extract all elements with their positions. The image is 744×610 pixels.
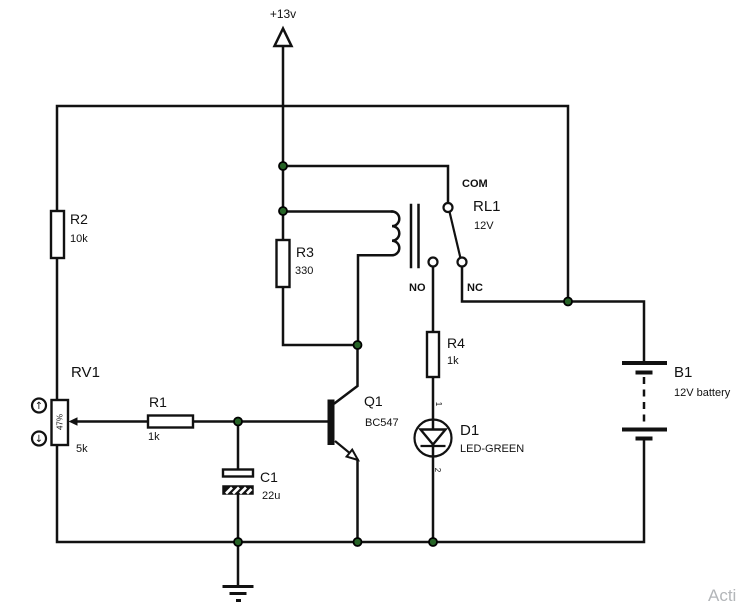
wiper-arrow-icon: [68, 417, 78, 426]
value-label: 12V: [474, 220, 494, 232]
junction-dot: [563, 296, 573, 307]
pin-nc-label: NC: [467, 282, 483, 294]
resistor-body: [49, 209, 66, 260]
watermark-text: Acti: [708, 586, 737, 605]
ref-label: RV1: [71, 364, 100, 381]
power-arrow-icon: [272, 25, 294, 48]
value-label: 10k: [70, 233, 88, 245]
emitter-arrow-icon: [344, 447, 361, 462]
wiper-percent-label: 47%: [55, 414, 64, 430]
base-bar: [327, 399, 335, 445]
ref-label: B1: [674, 364, 692, 381]
pin-com-label: COM: [462, 178, 488, 190]
down-arrow-icon: ↓: [35, 434, 43, 445]
ref-label: R2: [70, 211, 88, 227]
relay-core: [409, 203, 420, 269]
transistor-Q1[interactable]: Q1 BC547: [327, 393, 399, 462]
emitter-line: [334, 440, 351, 455]
ref-label: RL1: [473, 198, 501, 215]
adjust-up-button[interactable]: [30, 397, 48, 414]
junction-dot: [352, 537, 363, 547]
ref-label: R3: [296, 244, 314, 260]
pin-no-label: NO: [409, 282, 426, 294]
battery-B1[interactable]: B1 12V battery: [622, 361, 731, 441]
ground-symbol: [222, 585, 254, 602]
pin1-label: 1: [434, 402, 443, 407]
ref-label: Q1: [364, 393, 383, 409]
pot-body: [50, 398, 70, 447]
nc-contact: [456, 256, 468, 268]
resistor-body: [146, 414, 195, 429]
cap-positive-plate: [221, 468, 255, 478]
value-label: 22u: [262, 490, 280, 502]
value-label: 12V battery: [674, 387, 731, 399]
junction-dot: [233, 537, 243, 547]
wire-segments: [55, 44, 646, 587]
power-net-label: +13v: [270, 7, 296, 21]
relay-coil: [390, 210, 401, 257]
ref-label: C1: [260, 469, 278, 485]
no-contact: [427, 256, 439, 268]
up-arrow-icon: ↑: [35, 401, 43, 412]
cap-hatch-stripes: [225, 486, 253, 495]
value-label: 1k: [148, 431, 160, 443]
led-D1[interactable]: 1 2 D1 LED-GREEN: [417, 402, 525, 473]
potentiometer-RV1[interactable]: ↑ ↓ 47% RV1 5k: [30, 364, 100, 455]
switch-lever: [448, 211, 462, 259]
value-label: 1k: [447, 355, 459, 367]
value-label: BC547: [365, 417, 399, 429]
resistor-R4[interactable]: R4 1k: [425, 330, 465, 379]
battery-short-plates: [635, 370, 653, 441]
diode-triangle: [417, 428, 449, 447]
ref-label: D1: [460, 422, 479, 439]
junction-dot: [233, 416, 243, 427]
junction-dot: [428, 537, 438, 547]
value-label: 330: [295, 265, 313, 277]
value-label: LED-GREEN: [460, 443, 524, 455]
ref-label: R4: [447, 335, 465, 351]
battery-long-plates: [622, 361, 667, 432]
value-label: 5k: [76, 443, 88, 455]
junction-dot: [278, 161, 288, 171]
ref-label: R1: [149, 394, 167, 410]
com-contact: [442, 201, 454, 214]
junction-dot: [278, 206, 288, 216]
resistor-R1[interactable]: R1 1k: [146, 394, 195, 443]
resistor-R2[interactable]: R2 10k: [49, 209, 88, 260]
relay-RL1[interactable]: COM NO NC RL1 12V: [390, 178, 501, 294]
resistor-body: [275, 238, 291, 289]
pin2-label: 2: [433, 468, 442, 473]
junction-dot: [352, 340, 363, 350]
resistor-body: [425, 330, 441, 379]
resistor-R3[interactable]: R3 330: [275, 238, 315, 289]
power-net-flag[interactable]: +13v: [270, 7, 296, 48]
junction-dots: [233, 161, 573, 547]
capacitor-C1[interactable]: C1 22u: [221, 468, 280, 502]
adjust-down-button[interactable]: [30, 430, 48, 447]
